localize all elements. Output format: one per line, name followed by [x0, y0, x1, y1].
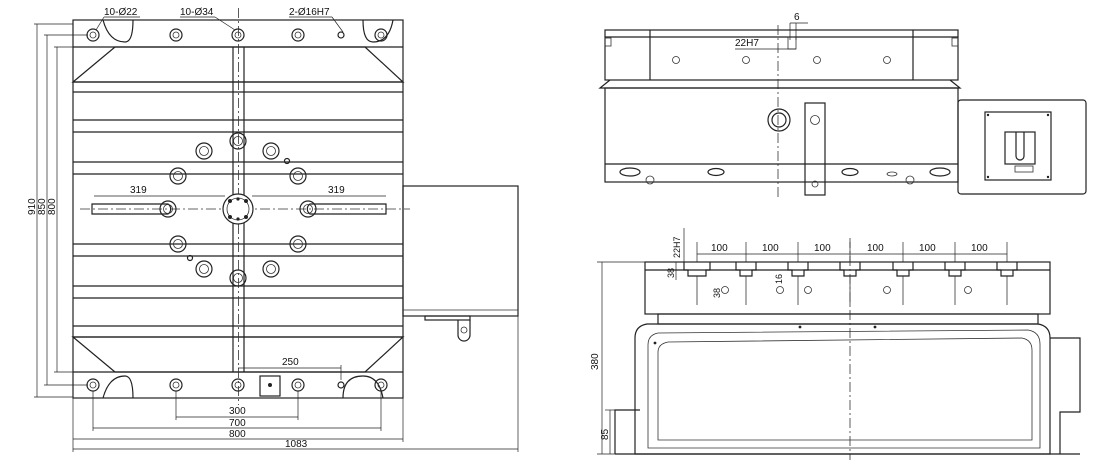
pitch-6: 100 — [971, 243, 988, 254]
side-body — [604, 87, 959, 183]
dim-38-a: 38 — [666, 268, 676, 278]
dim-800-bottom: 800 — [229, 429, 246, 440]
front-view: 100 100 100 100 100 100 22H7 38 38 16 38… — [590, 228, 1081, 460]
bottom-left-notch — [102, 375, 134, 399]
drive-handle — [457, 320, 471, 342]
dim-250: 250 — [282, 357, 299, 368]
top-chamfer — [71, 46, 405, 83]
pitch-1: 100 — [711, 243, 728, 254]
pitch-3: 100 — [814, 243, 831, 254]
pitch-2: 100 — [762, 243, 779, 254]
dim-319-right: 319 — [328, 185, 345, 196]
dim-300: 300 — [229, 406, 246, 417]
front-body — [634, 323, 1051, 455]
top-right-notch — [362, 19, 394, 43]
bottom-chamfer — [71, 336, 405, 373]
locator-block — [259, 375, 281, 397]
side-drive-box — [957, 99, 1087, 195]
dim-910: 910 — [27, 198, 38, 215]
label-2-d16h7: 2-Ø16H7 — [289, 7, 330, 18]
drive-housing — [402, 185, 519, 317]
pitch-4: 100 — [867, 243, 884, 254]
dim-850: 850 — [37, 198, 48, 215]
dim-380: 380 — [590, 353, 601, 370]
label-10-d22: 10-Ø22 — [104, 7, 138, 18]
pitch-5: 100 — [919, 243, 936, 254]
dim-1083: 1083 — [285, 439, 308, 450]
motor-flange — [984, 111, 1052, 181]
dim-16: 16 — [774, 274, 784, 284]
top-left-notch — [102, 19, 134, 43]
dim-6: 6 — [794, 12, 800, 23]
side-table — [604, 29, 959, 81]
dim-800: 800 — [47, 198, 58, 215]
top-view: 10-Ø22 10-Ø34 2-Ø16H7 910 850 800 319 31… — [27, 7, 519, 452]
t-slots — [73, 81, 403, 338]
right-slot — [306, 203, 387, 215]
dim-700: 700 — [229, 418, 246, 429]
dim-22h7-front: 22H7 — [672, 236, 682, 258]
dim-22h7-side: 22H7 — [735, 38, 759, 49]
bottom-right-notch — [342, 375, 384, 399]
dim-319-left: 319 — [130, 185, 147, 196]
dim-85: 85 — [600, 428, 611, 440]
left-slot — [91, 203, 172, 215]
label-10-d34: 10-Ø34 — [180, 7, 214, 18]
side-view: 6 22H7 — [598, 12, 1087, 200]
holes — [86, 28, 388, 392]
dim-38-b: 38 — [712, 288, 722, 298]
side-shaft — [767, 108, 791, 132]
front-t-slots — [683, 262, 1018, 277]
